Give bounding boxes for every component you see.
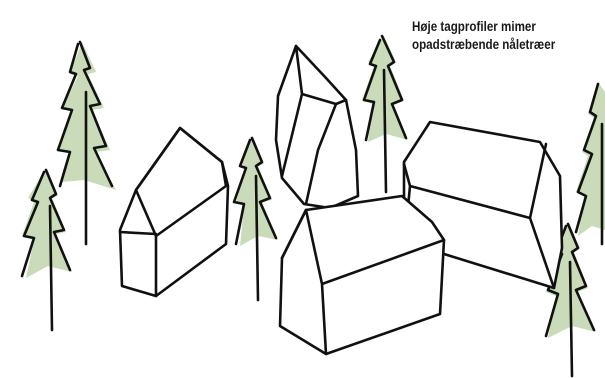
house-left <box>118 126 230 298</box>
tree-outline <box>56 40 114 188</box>
house-front <box>278 194 446 356</box>
tree-trunk <box>48 204 54 332</box>
caption-line-1: Høje tagprofiler mimer <box>412 19 536 34</box>
caption-line-2: opadstræbende nåletræer <box>412 37 556 52</box>
house-wall-edge <box>280 208 308 260</box>
house-gable-line <box>118 230 158 298</box>
house-body <box>274 44 360 210</box>
house-body <box>278 194 446 356</box>
conifer-tree-middle <box>232 136 278 302</box>
tree-trunk <box>382 68 388 194</box>
house-tall-narrow <box>274 44 360 210</box>
tree-outline <box>232 136 278 246</box>
tree-outline <box>574 82 600 234</box>
tree-outline <box>20 168 72 278</box>
caption: Høje tagprofiler mimer opadstræbende nål… <box>412 18 601 54</box>
conifer-tree-right-edge <box>574 82 605 246</box>
conifer-tree-left-short <box>20 168 72 332</box>
conifer-tree-left-tall <box>56 40 116 246</box>
tree-trunk <box>568 260 574 378</box>
tree-outline <box>362 34 408 142</box>
house-roof-edge <box>280 44 348 206</box>
conifer-tree-center-tall <box>362 34 408 194</box>
house-roof-ridge <box>304 208 446 356</box>
house-roof-ridge <box>134 126 228 238</box>
tree-trunk <box>254 174 260 302</box>
